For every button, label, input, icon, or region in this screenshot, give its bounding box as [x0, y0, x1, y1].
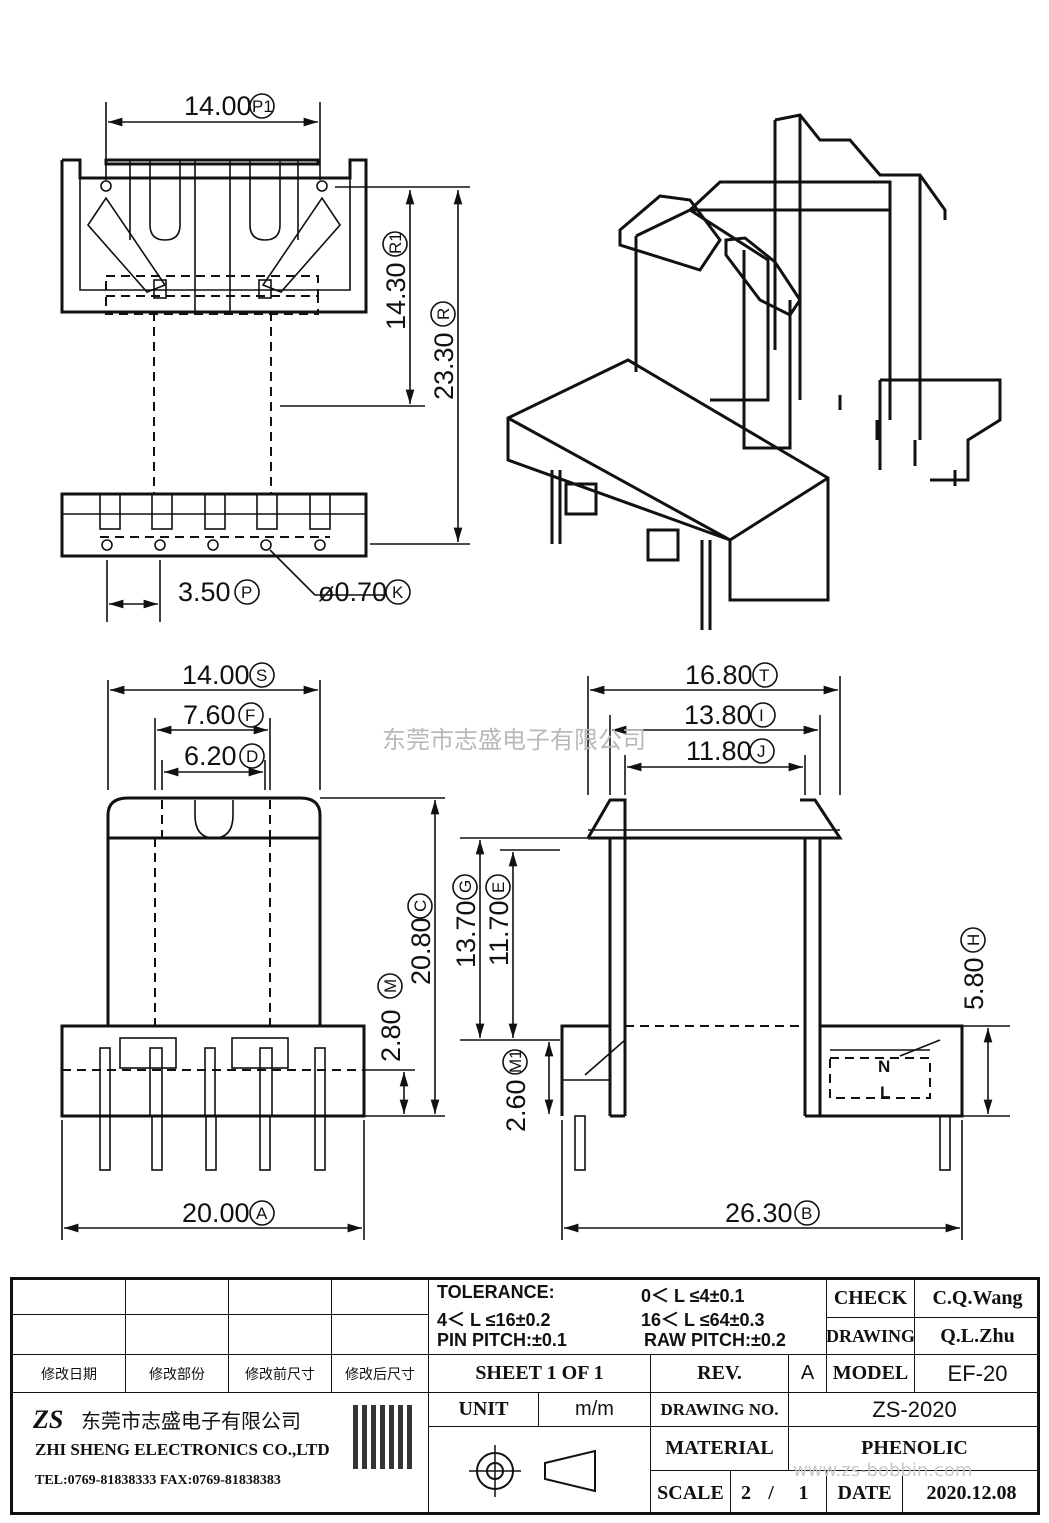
- dim-g-tag: G: [456, 880, 475, 893]
- dim-a-tag: A: [256, 1204, 268, 1223]
- svg-text:N: N: [878, 1057, 890, 1076]
- rev-header-after: 修改后尺寸: [332, 1355, 429, 1393]
- company-name-en: ZHI SHENG ELECTRONICS CO.,LTD: [35, 1440, 330, 1459]
- drawing-no-value: ZS-2020: [789, 1393, 1040, 1427]
- drawing-label: DRAWING: [826, 1318, 915, 1355]
- company-logo: ZS: [33, 1405, 64, 1434]
- rev-blank: [332, 1280, 429, 1315]
- check-value: C.Q.Wang: [915, 1280, 1040, 1318]
- dim-p1: 14.00: [184, 91, 252, 121]
- rev-header-before: 修改前尺寸: [229, 1355, 332, 1393]
- rev-blank: [126, 1280, 229, 1315]
- dim-j-tag: J: [757, 742, 766, 761]
- dim-s-tag: S: [256, 666, 267, 685]
- dim-t: 16.80: [685, 660, 753, 690]
- svg-text:L: L: [880, 1083, 890, 1102]
- projection-icon: [468, 1445, 596, 1497]
- dim-s: 14.00: [182, 660, 250, 690]
- rev-label: REV.: [651, 1355, 789, 1393]
- dim-g: 13.70: [451, 900, 481, 968]
- company-name-cn: 东莞市志盛电子有限公司: [81, 1409, 301, 1433]
- rev-blank: [13, 1315, 126, 1355]
- check-label: CHECK: [827, 1280, 915, 1318]
- dim-m-tag: M: [381, 979, 400, 993]
- pin-pitch: PIN PITCH:±0.1: [437, 1330, 567, 1350]
- dim-p1-tag: P1: [252, 97, 273, 116]
- company-box: ZS 东莞市志盛电子有限公司 ZHI SHENG ELECTRONICS CO.…: [13, 1393, 429, 1515]
- rev-value: A: [789, 1355, 827, 1393]
- scale-sep: /: [768, 1481, 774, 1504]
- drawing-no-label: DRAWING NO.: [651, 1393, 789, 1427]
- dim-e-tag: E: [489, 882, 508, 893]
- dim-r1-tag: R1: [386, 232, 405, 254]
- dim-r: 23.30: [429, 332, 459, 400]
- material-label: MATERIAL: [651, 1427, 789, 1471]
- dim-h-tag: H: [964, 934, 983, 946]
- rev-header-date: 修改日期: [13, 1355, 126, 1393]
- scale-den: 1: [781, 1471, 827, 1515]
- dimension-labels: 14.00 P1 14.30 R1 23.30 R 3.50 P ø0.70 K…: [178, 91, 989, 1228]
- dim-c: 20.80: [406, 917, 436, 985]
- model-label: MODEL: [827, 1355, 915, 1393]
- dim-m1: 2.60: [501, 1079, 531, 1132]
- dim-m1-tag: M1: [506, 1049, 525, 1073]
- dim-f-tag: F: [245, 706, 255, 725]
- isometric-view: [506, 113, 1002, 630]
- dim-r-tag: R: [434, 308, 453, 320]
- unit-label: UNIT: [429, 1393, 539, 1427]
- top-view: [60, 102, 470, 622]
- dim-k: ø0.70: [318, 577, 387, 607]
- date-value: 2020.12.08: [926, 1481, 1017, 1504]
- dim-c-tag: C: [411, 900, 430, 912]
- raw-pitch: RAW PITCH:±0.2: [644, 1330, 786, 1350]
- watermark: 东莞市志盛电子有限公司: [382, 726, 646, 754]
- dim-h: 5.80: [959, 957, 989, 1010]
- website-watermark: www.zs-bobbin.com: [793, 1460, 973, 1481]
- tolerance-box: TOLERANCE: 0＜ L ≤4±0.1 4＜ L ≤16±0.2 16＜ …: [429, 1280, 827, 1355]
- title-block: 修改日期 修改部份 修改前尺寸 修改后尺寸 TOLERANCE: 0＜ L ≤4…: [10, 1277, 1040, 1515]
- qr-code-icon: [353, 1405, 413, 1469]
- dim-d: 6.20: [184, 741, 237, 771]
- dim-p-tag: P: [241, 583, 252, 602]
- sheet: SHEET 1 OF 1: [429, 1355, 651, 1393]
- tolerance-range-3: 16＜ L ≤64±0.3: [641, 1310, 765, 1330]
- front-view: [60, 680, 445, 1240]
- tolerance-range-2: 4＜ L ≤16±0.2: [437, 1310, 551, 1330]
- model-value: EF-20: [915, 1355, 1040, 1393]
- material-value: PHENOLIC: [789, 1427, 1040, 1471]
- dim-b-tag: B: [801, 1204, 812, 1223]
- tel-fax: TEL:0769-81838333 FAX:0769-81838383: [35, 1473, 281, 1488]
- dim-t-tag: T: [759, 666, 769, 685]
- dim-a: 20.00: [182, 1198, 250, 1228]
- scale-label: SCALE: [651, 1471, 731, 1515]
- dim-f: 7.60: [183, 700, 236, 730]
- drawing-value: Q.L.Zhu: [915, 1318, 1040, 1355]
- technical-drawing: N L 14.00 P1 14.30 R1 23.30: [60, 91, 1010, 1240]
- tolerance-label: TOLERANCE:: [437, 1282, 555, 1302]
- dim-i: 13.80: [684, 700, 752, 730]
- dim-i-tag: I: [759, 706, 764, 725]
- side-view: N L: [460, 676, 1010, 1240]
- dim-j: 11.80: [686, 736, 752, 766]
- rev-blank: [332, 1315, 429, 1355]
- rev-blank: [13, 1280, 126, 1315]
- dim-b: 26.30: [725, 1198, 793, 1228]
- rev-blank: [229, 1280, 332, 1315]
- rev-blank: [126, 1315, 229, 1355]
- rev-blank: [229, 1315, 332, 1355]
- dim-m: 2.80: [376, 1009, 406, 1062]
- dim-r1: 14.30: [381, 262, 411, 330]
- dim-e: 11.70: [484, 900, 514, 966]
- dim-k-tag: K: [392, 583, 404, 602]
- dim-d-tag: D: [246, 747, 258, 766]
- projection-symbol: [429, 1427, 651, 1515]
- scale-num: 2: [741, 1481, 751, 1504]
- dim-p: 3.50: [178, 577, 231, 607]
- tolerance-range-1: 0＜ L ≤4±0.1: [641, 1286, 745, 1306]
- date-label: DATE: [827, 1471, 903, 1515]
- rev-header-part: 修改部份: [126, 1355, 229, 1393]
- unit-value: m/m: [539, 1393, 651, 1427]
